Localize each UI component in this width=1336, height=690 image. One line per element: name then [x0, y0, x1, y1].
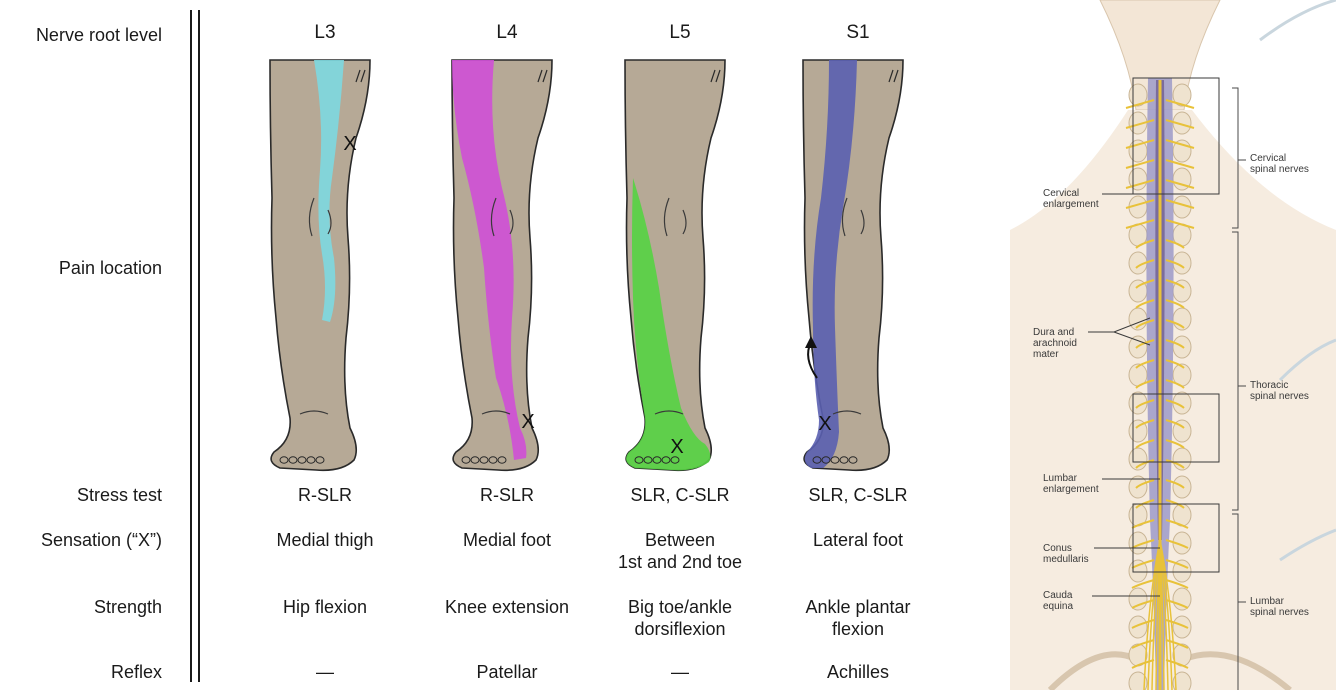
vertebra-left: [1129, 588, 1147, 610]
label-lumbar-spinal-nerves: Lumbar spinal nerves: [1250, 596, 1309, 618]
label-line: equina: [1043, 601, 1073, 612]
sensation-x-mark: X: [670, 436, 683, 458]
vertebra-right: [1173, 616, 1191, 638]
strength-l3: Hip flexion: [230, 596, 420, 618]
label-line: arachnoid: [1033, 338, 1077, 349]
label-line: spinal nerves: [1250, 164, 1309, 175]
strength-s1-line-2: flexion: [763, 618, 953, 640]
label-line: Lumbar: [1043, 473, 1099, 484]
strength-s1-line-1: Ankle plantar: [763, 596, 953, 618]
row-label-reflex: Reflex: [0, 661, 162, 683]
sensation-s1-line: Lateral foot: [763, 529, 953, 551]
stress-test-l4: R-SLR: [412, 484, 602, 506]
label-thoracic-spinal-nerves: Thoracic spinal nerves: [1250, 380, 1309, 402]
label-line: Cervical: [1043, 188, 1099, 199]
label-lumbar-enlargement: Lumbar enlargement: [1043, 473, 1099, 495]
leg-s1: X: [803, 60, 903, 470]
label-line: Lumbar: [1250, 596, 1309, 607]
label-cervical-enlargement: Cervical enlargement: [1043, 188, 1099, 210]
strength-l4: Knee extension: [412, 596, 602, 618]
label-dura-arachnoid: Dura and arachnoid mater: [1033, 327, 1077, 360]
sensation-s1: Lateral foot: [763, 529, 953, 551]
label-line: medullaris: [1043, 554, 1089, 565]
label-line: spinal nerves: [1250, 391, 1309, 402]
sensation-x-mark: X: [343, 133, 356, 155]
reflex-l5: —: [585, 661, 775, 683]
label-line: Thoracic: [1250, 380, 1309, 391]
label-line: Dura and: [1033, 327, 1077, 338]
vertebra-right: [1173, 588, 1191, 610]
label-cauda-equina: Cauda equina: [1043, 590, 1073, 612]
reflex-l4: Patellar: [412, 661, 602, 683]
sensation-l5-line-1: Between: [585, 529, 775, 551]
stress-test-l5: SLR, C-SLR: [585, 484, 775, 506]
strength-l5-line-1: Big toe/ankle: [585, 596, 775, 618]
label-line: Cauda: [1043, 590, 1073, 601]
leg-illustrations: X X X X: [0, 0, 1000, 480]
sensation-l3: Medial thigh: [230, 529, 420, 551]
leg-l4: X: [452, 60, 552, 470]
sensation-x-mark: X: [818, 413, 831, 435]
row-label-strength: Strength: [0, 596, 162, 618]
leg-l5: X: [625, 60, 725, 470]
gleam: [1260, 0, 1336, 40]
label-conus-medullaris: Conus medullaris: [1043, 543, 1089, 565]
reflex-s1: Achilles: [763, 661, 953, 683]
strength-l5: Big toe/ankle dorsiflexion: [585, 596, 775, 640]
sensation-l4: Medial foot: [412, 529, 602, 551]
strength-l3-line: Hip flexion: [230, 596, 420, 618]
row-label-sensation: Sensation (“X”): [0, 529, 162, 551]
reflex-l3: —: [230, 661, 420, 683]
sensation-l3-line: Medial thigh: [230, 529, 420, 551]
sensation-l4-line: Medial foot: [412, 529, 602, 551]
strength-l5-line-2: dorsiflexion: [585, 618, 775, 640]
label-line: spinal nerves: [1250, 607, 1309, 618]
stress-test-s1: SLR, C-SLR: [763, 484, 953, 506]
label-line: Cervical: [1250, 153, 1309, 164]
sensation-l5-line-2: 1st and 2nd toe: [585, 551, 775, 573]
label-line: Conus: [1043, 543, 1089, 554]
label-line: enlargement: [1043, 484, 1099, 495]
sensation-l5: Between 1st and 2nd toe: [585, 529, 775, 573]
sensation-x-mark: X: [521, 411, 534, 433]
vertebra-left: [1129, 616, 1147, 638]
label-cervical-spinal-nerves: Cervical spinal nerves: [1250, 153, 1309, 175]
leg-outline: [270, 60, 370, 470]
label-line: enlargement: [1043, 199, 1099, 210]
leg-l3: X: [270, 60, 370, 470]
label-line: mater: [1033, 349, 1077, 360]
stress-test-l3: R-SLR: [230, 484, 420, 506]
row-label-stress-test: Stress test: [0, 484, 162, 506]
strength-l4-line: Knee extension: [412, 596, 602, 618]
strength-s1: Ankle plantar flexion: [763, 596, 953, 640]
